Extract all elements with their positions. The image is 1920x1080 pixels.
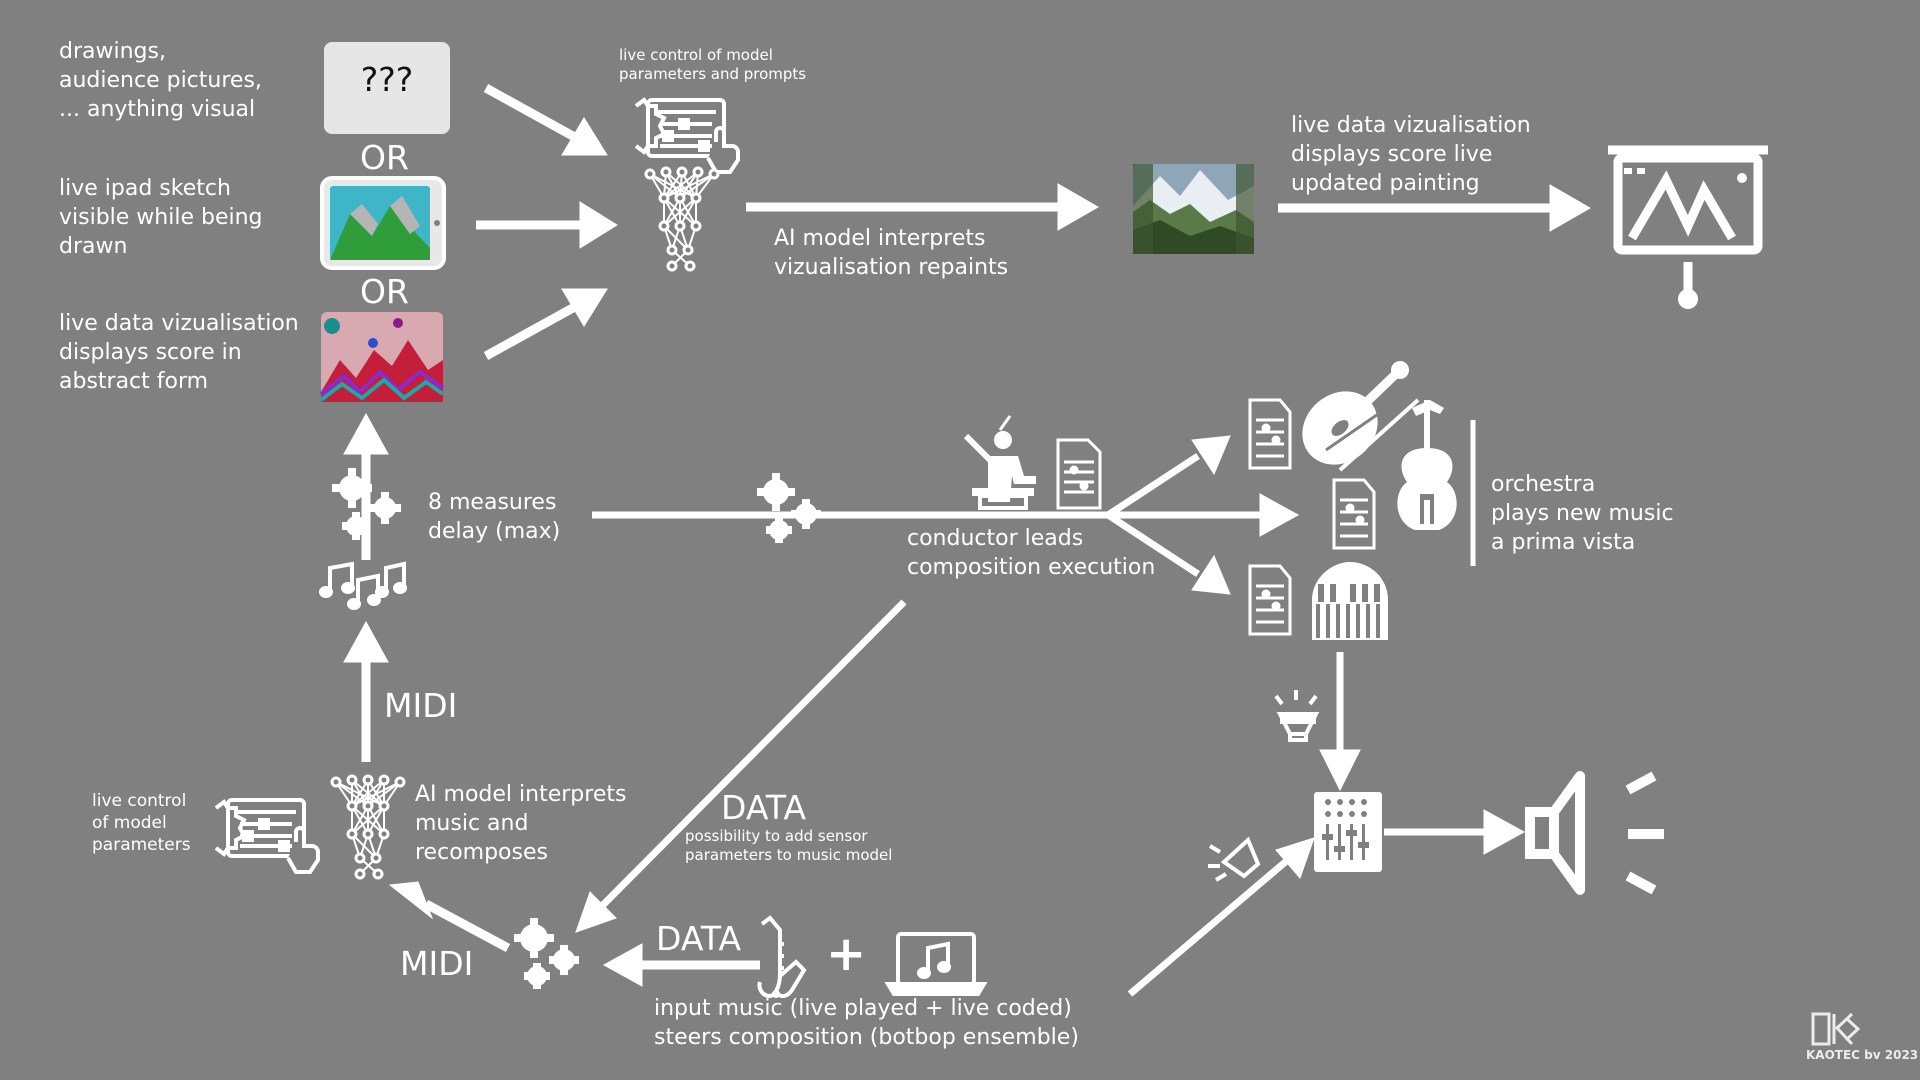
arrow-ipad-to-model bbox=[476, 201, 618, 249]
drawings-label: drawings, audience pictures, ... anythin… bbox=[59, 39, 262, 122]
conductor-icon bbox=[963, 415, 1036, 510]
saxophone-icon bbox=[757, 915, 807, 999]
spotlight-icon-top bbox=[1274, 690, 1320, 742]
arrow-to-score bbox=[1108, 493, 1300, 537]
landscape-painting bbox=[1133, 164, 1254, 254]
live-viz-label: live data vizualisation displays score l… bbox=[1291, 113, 1531, 196]
gears-icon-center bbox=[757, 473, 821, 543]
model-control-label: live control of model parameters and pro… bbox=[619, 46, 807, 83]
arrow-abstract-to-model bbox=[483, 288, 608, 360]
laptop-music-icon bbox=[884, 932, 988, 996]
neural-network-icon-top bbox=[644, 166, 720, 272]
piano-icon bbox=[1312, 562, 1388, 640]
arrow-up-to-abstract bbox=[343, 412, 389, 560]
arrow-to-piano bbox=[1106, 512, 1231, 595]
arrow-drawings-to-model bbox=[483, 84, 608, 156]
gears-icon-bottom bbox=[514, 918, 579, 989]
or-label-2: OR bbox=[360, 272, 409, 311]
kaotec-logo bbox=[1811, 1012, 1861, 1046]
recomposes-label: AI model interprets music and recomposes bbox=[415, 782, 627, 865]
ipad-label: live ipad sketch visible while being dra… bbox=[59, 176, 263, 259]
sliders-hand-icon-bottom bbox=[214, 798, 320, 874]
projector-screen-icon bbox=[1608, 145, 1768, 309]
neural-network-icon-bottom bbox=[330, 774, 406, 880]
sliders-hand-icon-top bbox=[634, 97, 740, 174]
unknown-input-box bbox=[324, 42, 450, 134]
model-interprets-label: AI model interprets vizualisation repain… bbox=[774, 226, 1009, 280]
sheet-music-icon-1 bbox=[1248, 398, 1292, 470]
sheet-music-icon-conductor bbox=[1056, 438, 1102, 510]
plus-label: + bbox=[826, 926, 867, 982]
spotlight-icon-bottom bbox=[1208, 836, 1261, 882]
sensor-note-label: possibility to add sensor parameters to … bbox=[685, 827, 893, 864]
delay-label: 8 measures delay (max) bbox=[428, 490, 561, 544]
cello-icon bbox=[1397, 400, 1457, 530]
arrow-midi-up bbox=[343, 620, 389, 762]
arrow-mixer-to-speaker bbox=[1384, 809, 1526, 855]
data-low-label: DATA bbox=[656, 919, 742, 958]
arrow-to-strings bbox=[1106, 435, 1231, 518]
arrow-data-diagonal bbox=[575, 599, 907, 933]
sheet-music-icon-2 bbox=[1332, 478, 1376, 550]
abstract-label: live data vizualisation displays score i… bbox=[59, 311, 299, 394]
flow-arrows bbox=[343, 84, 1592, 997]
arrow-painting-to-screen bbox=[1278, 184, 1592, 232]
music-notes-icon bbox=[319, 561, 407, 610]
arrow-gears-to-model bbox=[388, 881, 511, 952]
arrow-orchestra-to-mixer bbox=[1319, 652, 1361, 792]
abstract-viz-image bbox=[319, 312, 445, 402]
lower-control-label: live control of model parameters bbox=[92, 791, 191, 855]
arrow-data-low bbox=[602, 943, 760, 987]
kaotec-logo-text: KAOTEC bv 2023 bbox=[1806, 1048, 1919, 1062]
arrow-input-to-mixer bbox=[1127, 837, 1315, 997]
conductor-label: conductor leads composition execution bbox=[907, 526, 1156, 580]
sheet-music-icon-3 bbox=[1248, 564, 1292, 636]
midi-low-label: MIDI bbox=[400, 944, 474, 983]
arrow-model-to-painting bbox=[746, 183, 1100, 231]
mixer-icon bbox=[1314, 792, 1382, 872]
ipad-sketch-image bbox=[320, 176, 446, 270]
input-music-label: input music (live played + live coded) s… bbox=[654, 996, 1079, 1050]
speaker-icon bbox=[1525, 771, 1664, 895]
orchestra-label: orchestra plays new music a prima vista bbox=[1491, 472, 1674, 555]
gears-icon-left bbox=[332, 468, 401, 540]
unknown-input-symbol: ??? bbox=[360, 60, 414, 99]
data-diagonal-label: DATA bbox=[721, 788, 807, 827]
midi-up-label: MIDI bbox=[384, 686, 458, 725]
or-label-1: OR bbox=[360, 138, 409, 177]
violin-icon bbox=[1302, 361, 1420, 472]
